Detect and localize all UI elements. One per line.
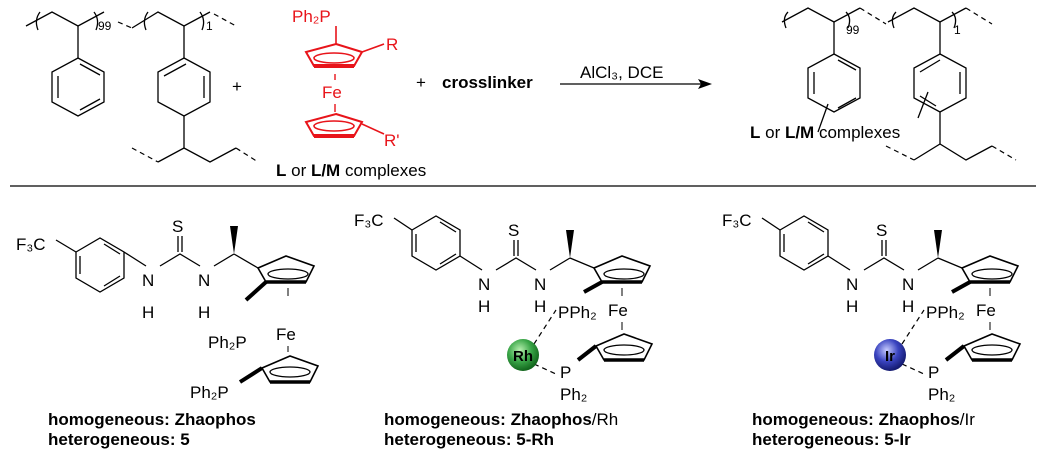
nh-n2: N	[534, 275, 546, 294]
nh-n1: N	[142, 271, 154, 290]
iridium-sphere-icon	[874, 339, 906, 371]
caption-complexes: complexes	[340, 161, 426, 180]
cf3-label: F₃C	[722, 211, 752, 230]
homogeneous-name: Zhaophos	[174, 410, 256, 429]
product-repeat-1: 1	[954, 23, 961, 37]
phosphine-pph2: PPh₂	[558, 303, 597, 322]
phosphine-1: Ph₂P	[208, 333, 247, 352]
ferrocene-ligand: Ph₂P R Fe R'	[292, 7, 400, 150]
r-substituent: R	[386, 35, 398, 54]
ph2p-label: Ph₂P	[292, 7, 331, 26]
structure-zhaophos-ir: F₃C N H S N H PPh₂ Fe P Ph₂ Ir	[722, 211, 1022, 404]
repeat-count-99: 99	[98, 19, 112, 33]
heterogeneous-name: 5-Rh	[516, 430, 555, 449]
caption-l: L	[276, 161, 286, 180]
ligand-caption: L or L/M complexes	[276, 161, 426, 180]
nh-h2: H	[198, 303, 210, 322]
caption-zhaophos-ir: homogeneous: Zhaophos/Ir heterogeneous: …	[752, 410, 975, 450]
caption-or: or	[286, 161, 311, 180]
homogeneous-name: Zhaophos	[510, 410, 592, 429]
product-repeat-99: 99	[846, 23, 860, 37]
product-caption-complexes: complexes	[814, 123, 900, 142]
nh-h2: H	[534, 297, 546, 316]
fe-label: Fe	[322, 83, 342, 102]
r-prime-substituent: R'	[384, 131, 400, 150]
fe-label-2: Fe	[608, 301, 628, 320]
heterogeneous-label: heterogeneous:	[384, 430, 512, 449]
thio-s: S	[508, 221, 519, 240]
heterogeneous-label: heterogeneous:	[48, 430, 176, 449]
product-polymer: 99 1	[781, 7, 1017, 161]
reaction-arrow: AlCl₃, DCE	[560, 63, 712, 89]
structure-zhaophos: F₃C N H S N H Ph₂P Fe Ph₂P	[16, 217, 320, 402]
thio-s: S	[172, 217, 183, 236]
product-caption: L or L/M complexes	[750, 123, 900, 142]
phosphine-p: P	[928, 363, 939, 382]
homogeneous-label: homogeneous:	[48, 410, 170, 429]
crosslinker-label: crosslinker	[442, 73, 533, 92]
metal-ir: Ir	[885, 348, 895, 365]
fe-label-3: Fe	[976, 301, 996, 320]
nh-n1: N	[478, 275, 490, 294]
rhodium-sphere-icon	[507, 339, 539, 371]
phosphine-ph2: Ph₂	[560, 385, 587, 404]
plus-sign-1: +	[232, 77, 242, 96]
cf3-label: F₃C	[354, 211, 384, 230]
heterogeneous-name: 5-Ir	[884, 430, 911, 449]
phosphine-ph2: Ph₂	[928, 385, 955, 404]
homogeneous-label: homogeneous:	[752, 410, 874, 429]
caption-zhaophos: homogeneous: Zhaophos heterogeneous: 5	[48, 410, 256, 450]
reaction-conditions: AlCl₃, DCE	[580, 63, 663, 82]
caption-zhaophos-rh: homogeneous: Zhaophos/Rh heterogeneous: …	[384, 410, 618, 450]
phosphine-p: P	[560, 363, 571, 382]
nh-h2: H	[902, 297, 914, 316]
phosphine-2: Ph₂P	[190, 383, 229, 402]
homogeneous-label: homogeneous:	[384, 410, 506, 429]
homogeneous-name: Zhaophos	[878, 410, 960, 429]
heterogeneous-label: heterogeneous:	[752, 430, 880, 449]
nh-h1: H	[142, 303, 154, 322]
nh-n1: N	[846, 275, 858, 294]
repeat-count-1: 1	[206, 19, 213, 33]
polystyrene-reactant: 99 1	[25, 11, 259, 163]
metal-rh: Rh	[513, 348, 533, 365]
nh-n2: N	[902, 275, 914, 294]
nh-n2: N	[198, 271, 210, 290]
heterogeneous-name: 5	[180, 430, 190, 449]
nh-h1: H	[478, 297, 490, 316]
product-caption-lm: L/M	[785, 123, 814, 142]
caption-lm: L/M	[311, 161, 340, 180]
fe-label-1: Fe	[276, 325, 296, 344]
homogeneous-suffix: /Rh	[591, 410, 619, 429]
product-caption-or: or	[760, 123, 785, 142]
product-caption-l: L	[750, 123, 760, 142]
phosphine-pph2: PPh₂	[926, 303, 965, 322]
cf3-label: F₃C	[16, 235, 46, 254]
structure-zhaophos-rh: F₃C N H S N H PPh₂ Fe P Ph₂ Rh	[354, 211, 654, 404]
nh-h1: H	[846, 297, 858, 316]
thio-s: S	[876, 221, 887, 240]
plus-sign-2: +	[416, 73, 426, 92]
homogeneous-suffix: /Ir	[959, 410, 975, 429]
